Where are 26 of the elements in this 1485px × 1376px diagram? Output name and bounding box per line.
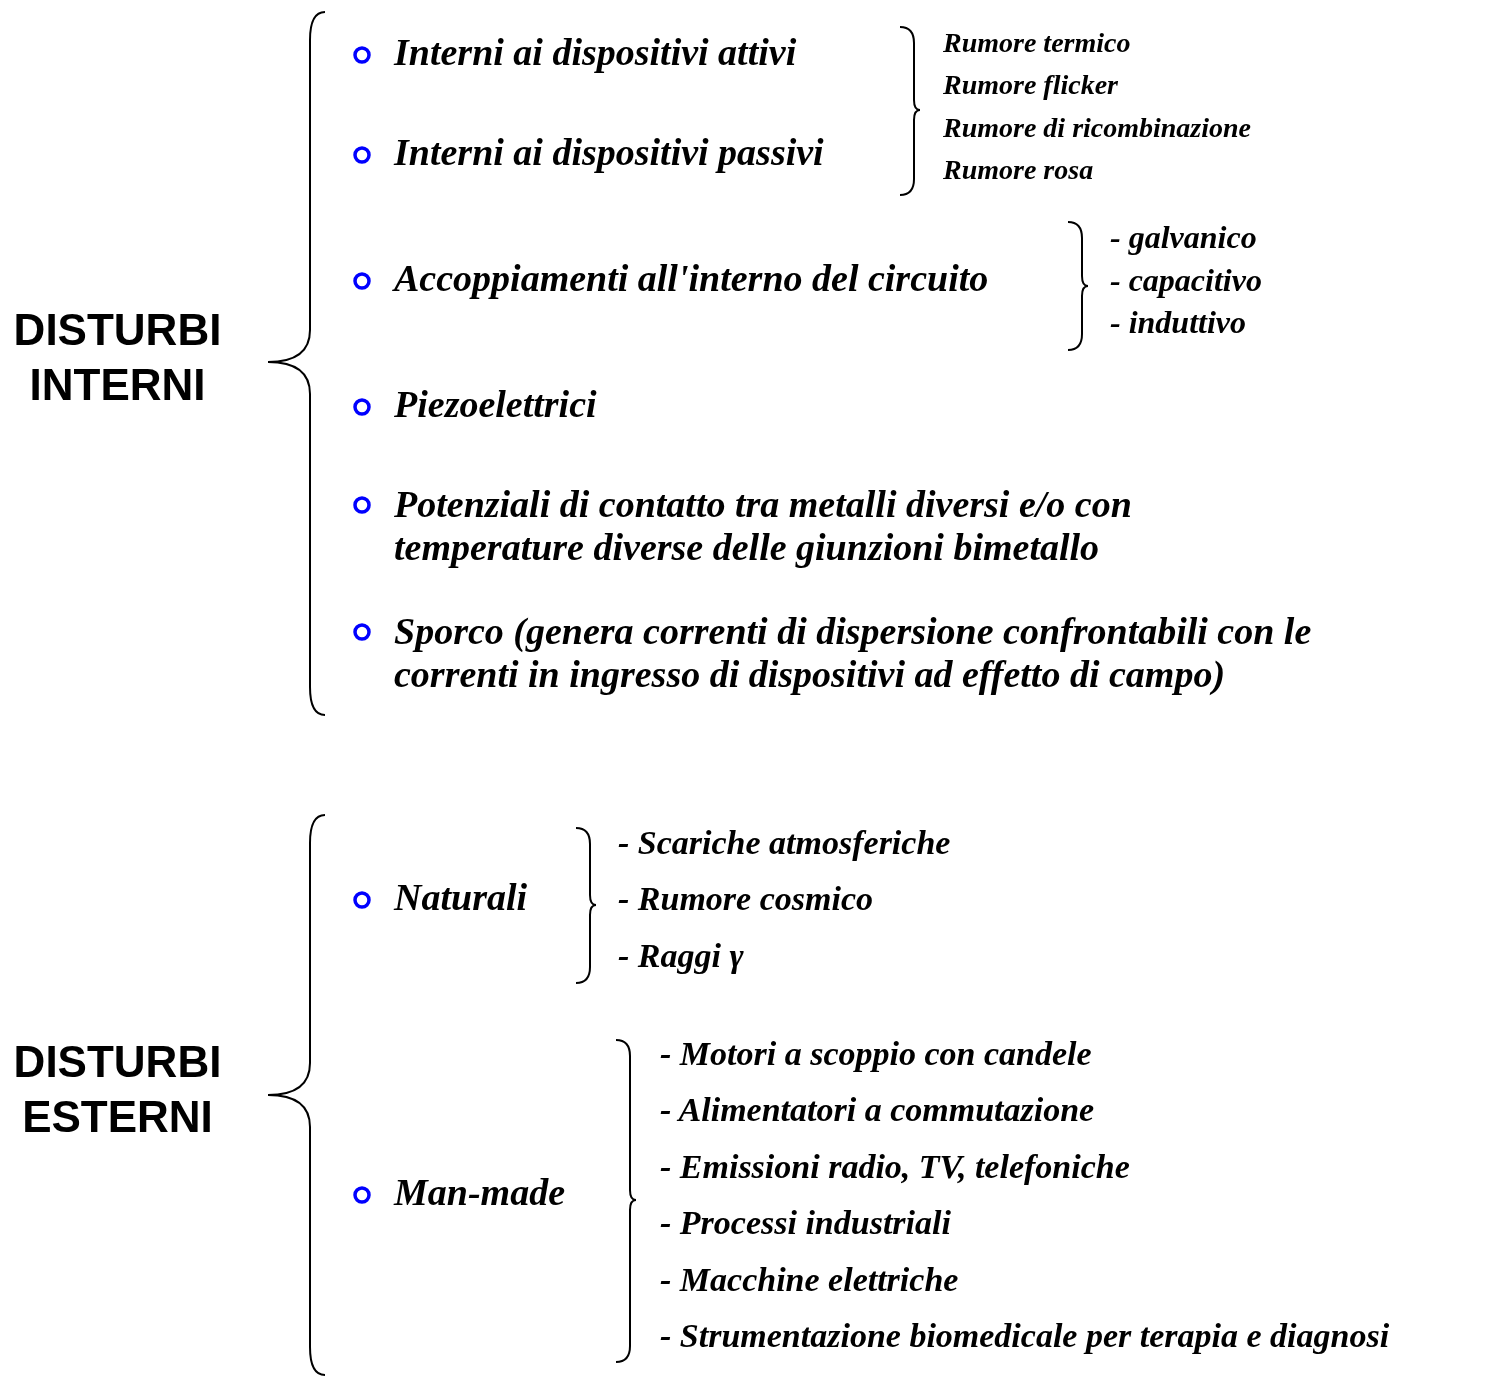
sub-item-text: - Alimentatori a commutazione xyxy=(660,1090,1095,1129)
list-item-text: Potenziali di contatto tra metalli diversi e/o con temperature diverse delle giunzioni bimetallo xyxy=(394,483,1133,569)
sub-item-text: - Processi industriali xyxy=(660,1203,951,1242)
list-item-text: Naturali xyxy=(394,876,528,919)
sub-item-text: - capacitivo xyxy=(1110,263,1262,299)
sub-item-text: - Motori a scoppio con candele xyxy=(660,1034,1092,1073)
sub-item-text: - Rumore cosmico xyxy=(618,879,873,918)
sub-item-text: - Emissioni radio, TV, telefoniche xyxy=(660,1147,1130,1186)
sub-item-text: - Strumentazione biomedicale per terapia e diagnosi xyxy=(660,1316,1390,1355)
list-item-text: Piezoelettrici xyxy=(394,383,597,426)
category-heading: DISTURBI ESTERNI xyxy=(12,1036,223,1143)
sub-item-text: - galvanico xyxy=(1110,220,1257,256)
sub-item-text: - Scariche atmosferiche xyxy=(618,823,951,862)
list-item-text: Interni ai dispositivi passivi xyxy=(394,131,824,174)
list-item-text: Interni ai dispositivi attivi xyxy=(394,31,797,74)
sub-item-text: - Macchine elettriche xyxy=(660,1260,959,1299)
sub-item-text: Rumore rosa xyxy=(943,153,1094,185)
list-item-text: Sporco (genera correnti di dispersione confrontabili con le correnti in ingresso di dispositivi ad effetto di campo) xyxy=(394,610,1313,696)
list-item-text: Accoppiamenti all'interno del circuito xyxy=(394,257,989,300)
sub-item-text: Rumore flicker xyxy=(943,68,1118,100)
sub-item-text: Rumore termico xyxy=(943,26,1131,58)
sub-item-text: - Raggi γ xyxy=(618,936,744,975)
sub-item-text: Rumore di ricombinazione xyxy=(943,111,1252,143)
list-item-text: Man-made xyxy=(394,1171,565,1214)
sub-item-text: - induttivo xyxy=(1110,305,1246,341)
category-heading: DISTURBI INTERNI xyxy=(12,304,223,411)
